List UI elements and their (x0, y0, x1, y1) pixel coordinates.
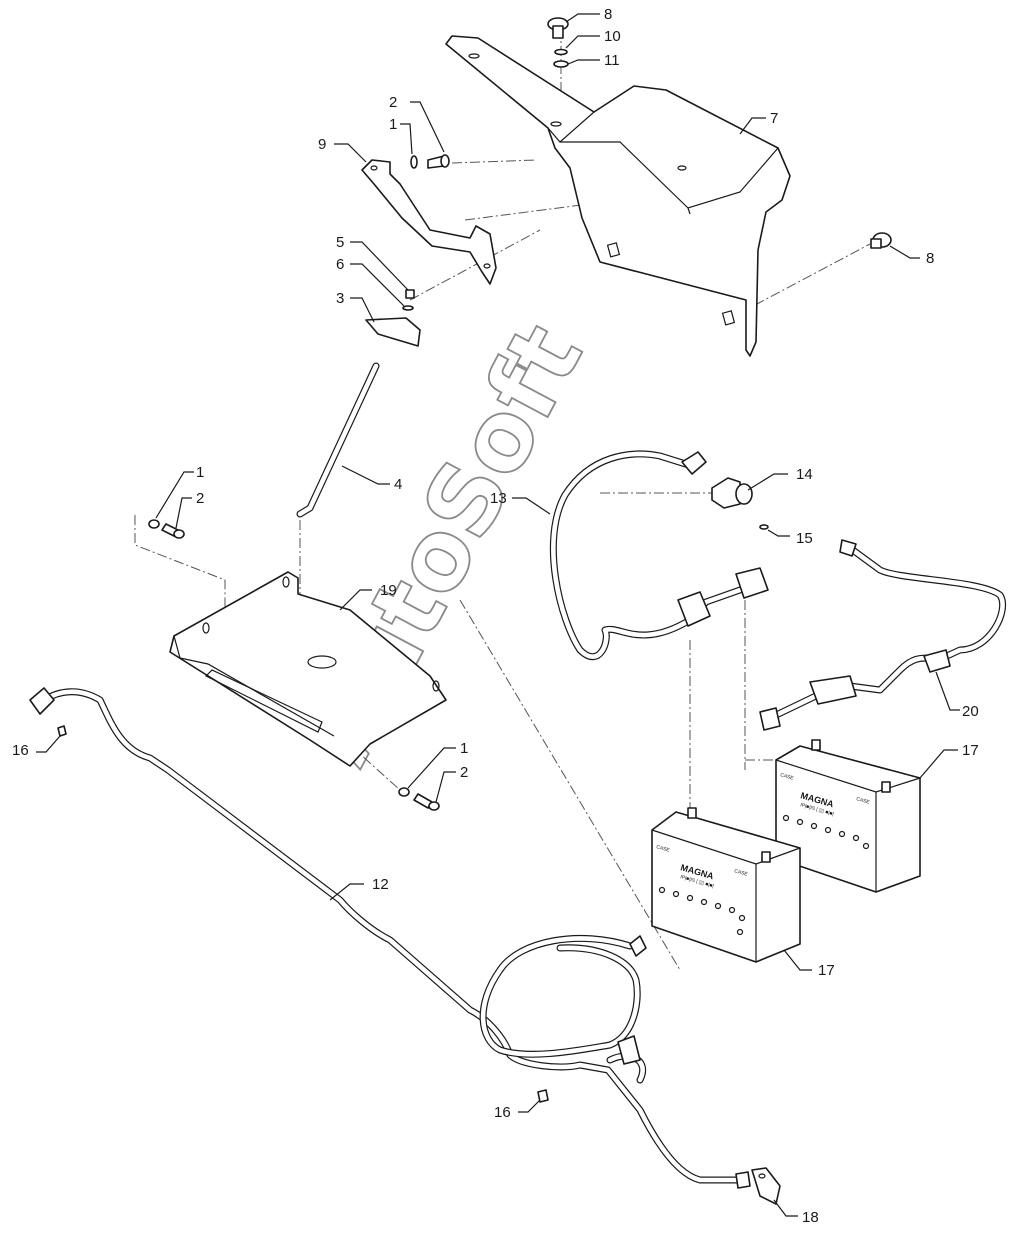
screw-15 (759, 524, 769, 530)
battery-switch (711, 477, 753, 509)
battery-left-maker-2: CASE (733, 868, 748, 878)
washer-1-upper (410, 155, 418, 169)
bolt-2-upper (427, 154, 450, 169)
battery-right-maker: CASE (779, 772, 794, 782)
cable-20 (759, 539, 1007, 731)
battery-left-maker: CASE (655, 844, 670, 854)
callout-7: 7 (770, 110, 778, 127)
hold-down-rod (296, 362, 380, 518)
callout-9: 9 (318, 136, 326, 153)
bracket (361, 159, 497, 285)
terminal-clamp-18 (751, 1167, 781, 1205)
callout-17-right: 17 (962, 742, 979, 759)
terminal-cap-16-bottom (537, 1089, 549, 1103)
callout-8-top: 8 (604, 6, 612, 23)
washer-6 (402, 305, 414, 311)
knob-top (547, 17, 569, 39)
cable-13 (549, 450, 769, 661)
battery-left: MAGNA CASE CASE IP|■|IS | ▯▯ ■|■| (651, 807, 801, 963)
terminal-cap-16-left (57, 725, 67, 737)
bolt-2-left (161, 523, 185, 539)
callout-17-left: 17 (818, 962, 835, 979)
callout-8-right: 8 (926, 250, 934, 267)
callout-labels: 8 10 11 7 2 1 9 8 5 6 3 4 1 2 13 14 15 1… (12, 6, 979, 1226)
callout-14: 14 (796, 466, 813, 483)
washer-11 (553, 60, 569, 68)
nut-5 (405, 289, 415, 299)
washer-10 (554, 48, 568, 56)
bolt-2-lower (413, 793, 440, 811)
callout-18: 18 (802, 1209, 819, 1226)
callout-15: 15 (796, 530, 813, 547)
washer-1-left (148, 519, 160, 529)
callout-5: 5 (336, 234, 344, 251)
callout-6: 6 (336, 256, 344, 273)
clamp-plate-3 (365, 317, 421, 347)
washer-1-lower (398, 787, 410, 797)
callout-19: 19 (380, 582, 397, 599)
callout-3: 3 (336, 290, 344, 307)
callout-1-lower: 1 (460, 740, 468, 757)
battery-right-maker-2: CASE (855, 796, 870, 806)
cable-12 (29, 687, 751, 1189)
callout-1-left: 1 (196, 464, 204, 481)
callout-1-upper: 1 (389, 116, 397, 133)
callout-16-bottom: 16 (494, 1104, 511, 1121)
callout-2-left: 2 (196, 490, 204, 507)
callout-12: 12 (372, 876, 389, 893)
callout-2-upper: 2 (389, 94, 397, 111)
battery-tray (169, 571, 447, 767)
callout-11: 11 (604, 52, 620, 69)
battery-cover (445, 35, 791, 357)
callout-4: 4 (394, 476, 402, 493)
callout-2-lower: 2 (460, 764, 468, 781)
callout-20: 20 (962, 703, 979, 720)
callout-16-left: 16 (12, 742, 29, 759)
knob-right (870, 232, 892, 249)
callout-13: 13 (490, 490, 507, 507)
leader-lines (36, 13, 960, 1217)
callout-10: 10 (604, 28, 621, 45)
